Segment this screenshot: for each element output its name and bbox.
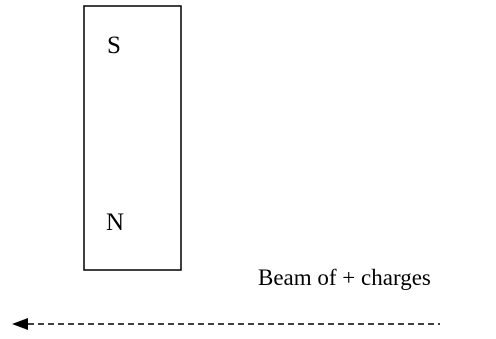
beam-label: Beam of + charges <box>258 265 431 290</box>
beam-arrow <box>12 318 440 330</box>
magnet-body <box>83 5 182 271</box>
arrowhead-left-icon <box>12 318 28 330</box>
north-pole-label: N <box>106 209 124 236</box>
bar-magnet: S N <box>83 5 182 271</box>
south-pole-label: S <box>107 32 121 59</box>
